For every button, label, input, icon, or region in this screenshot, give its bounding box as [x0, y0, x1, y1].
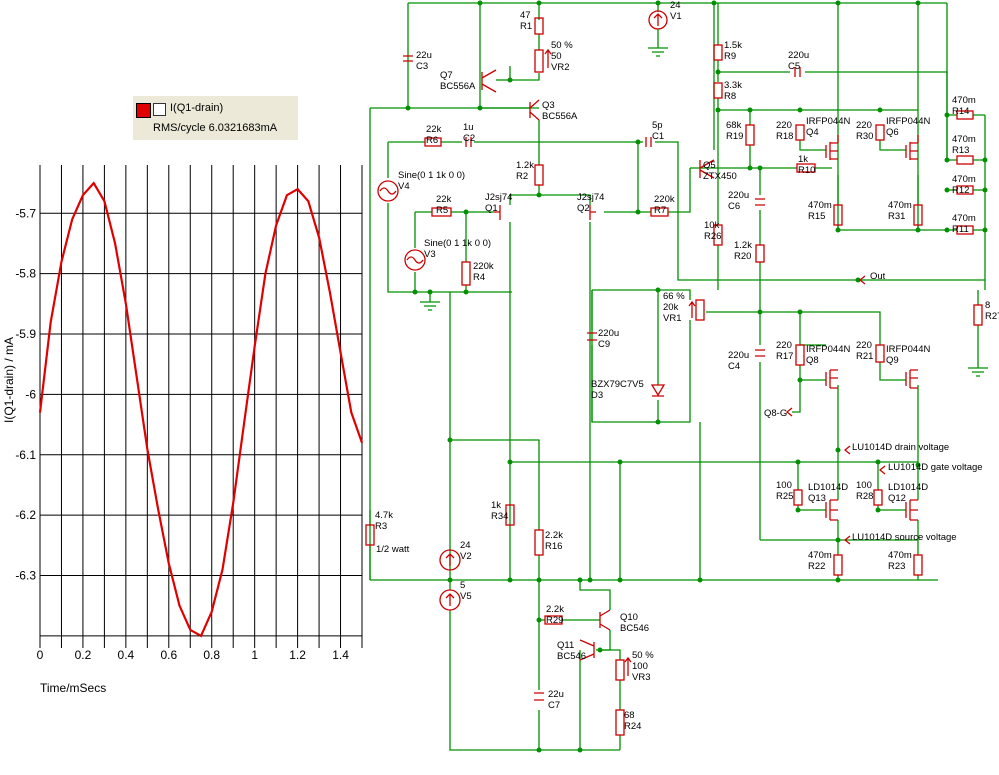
y-tick-label: -5.8 [15, 267, 36, 281]
components [365, 10, 988, 736]
y-tick-label: -6.3 [15, 569, 36, 583]
series-color-swatch[interactable] [136, 103, 151, 118]
label-probe1: LU1014D drain voltage [852, 442, 949, 453]
x-tick-label: 0 [37, 648, 44, 662]
label-probe3: LU1014D source voltage [852, 532, 957, 543]
label-r27: 8R27 [985, 300, 999, 322]
legend-rms-readout: RMS/cycle 6.0321683mA [153, 122, 278, 134]
x-tick-label: 1.4 [332, 648, 349, 662]
y-tick-label: -6.2 [15, 508, 36, 522]
label-probe2: LU1014D gate voltage [888, 462, 983, 473]
label-v4: Sine(0 1 1k 0 0)V4 [398, 170, 465, 192]
legend-panel[interactable]: I(Q1-drain) RMS/cycle 6.0321683mA [133, 96, 298, 140]
y-tick-label: -6.1 [15, 448, 36, 462]
wires [369, 2, 986, 751]
x-axis-label: Time/mSecs [40, 681, 106, 695]
label-q8g: Q8-G [764, 408, 787, 419]
label-watt: 1/2 watt [376, 544, 410, 555]
trace-i-q1-drain[interactable] [38, 181, 364, 638]
x-tick-label: 0.6 [160, 648, 177, 662]
x-tick-label: 0.2 [75, 648, 92, 662]
legend-series-name: I(Q1-drain) [170, 102, 224, 114]
label-out: Out [870, 271, 886, 282]
y-axis-label: I(Q1-drain) / mA [2, 337, 16, 423]
label-v3: Sine(0 1 1k 0 0)V3 [424, 238, 491, 260]
x-tick-label: 0.8 [203, 648, 220, 662]
y-tick-label: -6 [25, 387, 36, 401]
y-tick-label: -5.9 [15, 327, 36, 341]
x-tick-label: 1 [251, 648, 258, 662]
series-visibility-checkbox[interactable] [153, 103, 166, 116]
x-tick-label: 0.4 [118, 648, 135, 662]
y-tick-label: -5.7 [15, 206, 36, 220]
x-tick-label: 1.2 [289, 648, 306, 662]
junctions [405, 0, 988, 753]
